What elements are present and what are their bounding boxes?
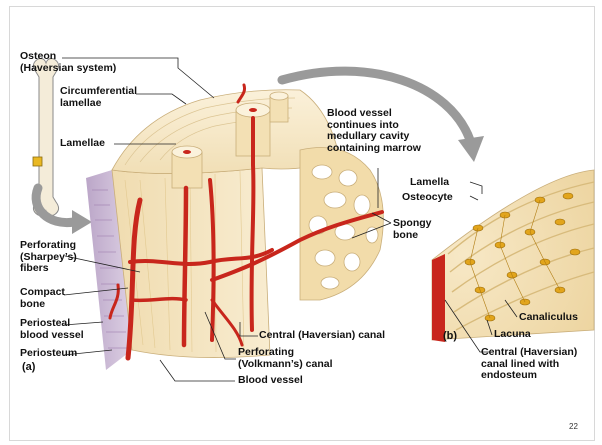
circumferential-label-line1: Circumferential	[60, 86, 137, 98]
periosteal-label-line2: blood vessel	[20, 330, 84, 342]
volkmann-label-line1: Perforating	[238, 347, 333, 359]
compact-label-line1: Compact	[20, 287, 65, 299]
osteon-label: Osteon (Haversian system)	[20, 51, 116, 74]
perforating-label-line1: Perforating	[20, 240, 77, 252]
periosteal-blood-vessel-label: Periosteal blood vessel	[20, 318, 84, 341]
periosteum-label: Periosteum	[20, 348, 77, 360]
volkmanns-canal-label: Perforating (Volkmann’s) canal	[238, 347, 333, 370]
osteon-label-line2: (Haversian system)	[20, 63, 116, 75]
lamella-label: Lamella	[410, 177, 449, 189]
osteocyte-label: Osteocyte	[402, 192, 453, 204]
central-haversian-canal-label: Central (Haversian) canal	[259, 330, 385, 342]
panel-a-label: (a)	[22, 362, 35, 374]
central-b-line1: Central (Haversian)	[481, 347, 577, 359]
compact-label-line2: bone	[20, 299, 65, 311]
lamella-label-text: Lamella	[410, 177, 449, 189]
osteon-label-line1: Osteon	[20, 51, 116, 63]
compact-bone-label: Compact bone	[20, 287, 65, 310]
circumferential-lamellae-label: Circumferential lamellae	[60, 86, 137, 109]
osteocyte-label-text: Osteocyte	[402, 192, 453, 204]
lamellae-label-text: Lamellae	[60, 138, 105, 150]
canaliculus-label: Canaliculus	[519, 312, 578, 324]
blood-vessel-label: Blood vessel	[238, 375, 303, 387]
periosteal-label-line1: Periosteal	[20, 318, 84, 330]
perforating-label-line3: fibers	[20, 263, 77, 275]
perforating-fibers-label: Perforating (Sharpey’s) fibers	[20, 240, 77, 275]
spongy-label-line2: bone	[393, 230, 432, 242]
volkmann-label-line2: (Volkmann’s) canal	[238, 359, 333, 371]
page-number: 22	[569, 422, 578, 431]
panel-b-label: (b)	[443, 331, 457, 343]
central-canal-endosteum-label: Central (Haversian) canal lined with end…	[481, 347, 577, 382]
bv-continues-line1: Blood vessel	[327, 108, 421, 120]
central-b-line3: endosteum	[481, 370, 577, 382]
lacuna-label: Lacuna	[494, 329, 531, 341]
circumferential-label-line2: lamellae	[60, 98, 137, 110]
canaliculus-label-text: Canaliculus	[519, 312, 578, 324]
blood-vessel-label-text: Blood vessel	[238, 375, 303, 387]
bv-continues-line3: medullary cavity	[327, 131, 421, 143]
periosteum-label-text: Periosteum	[20, 348, 77, 360]
panel-b-text: (b)	[443, 331, 457, 343]
blood-vessel-continues-label: Blood vessel continues into medullary ca…	[327, 108, 421, 154]
spongy-bone-label: Spongy bone	[393, 218, 432, 241]
bv-continues-line4: containing marrow	[327, 143, 421, 155]
central-canal-label-text: Central (Haversian) canal	[259, 330, 385, 342]
lacuna-label-text: Lacuna	[494, 329, 531, 341]
panel-a-text: (a)	[22, 362, 35, 374]
lamellae-label: Lamellae	[60, 138, 105, 150]
spongy-label-line1: Spongy	[393, 218, 432, 230]
